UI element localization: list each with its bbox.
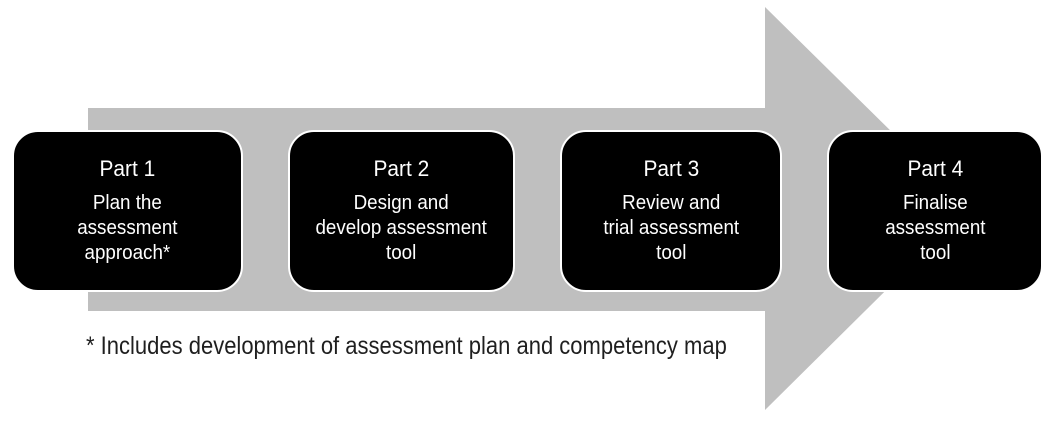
step-description: Review and trial assessment tool [603, 192, 739, 264]
step-description: Plan the assessment approach* [77, 192, 178, 264]
step-box-part-2: Part 2 Design and develop assessment too… [288, 130, 515, 292]
step-title: Part 4 [907, 156, 963, 181]
right-arrow-shape [88, 7, 969, 410]
step-description: Design and develop assessment tool [315, 192, 488, 264]
step-title: Part 1 [99, 156, 156, 181]
step-box-part-4: Part 4 Finalise assessment tool [827, 130, 1043, 292]
step-title: Part 2 [373, 156, 430, 181]
step-title: Part 3 [643, 156, 699, 181]
footnote-text: * Includes development of assessment pla… [86, 332, 727, 360]
step-description: Finalise assessment tool [884, 192, 986, 264]
step-box-part-3: Part 3 Review and trial assessment tool [560, 130, 782, 292]
step-box-part-1: Part 1 Plan the assessment approach* [12, 130, 243, 292]
